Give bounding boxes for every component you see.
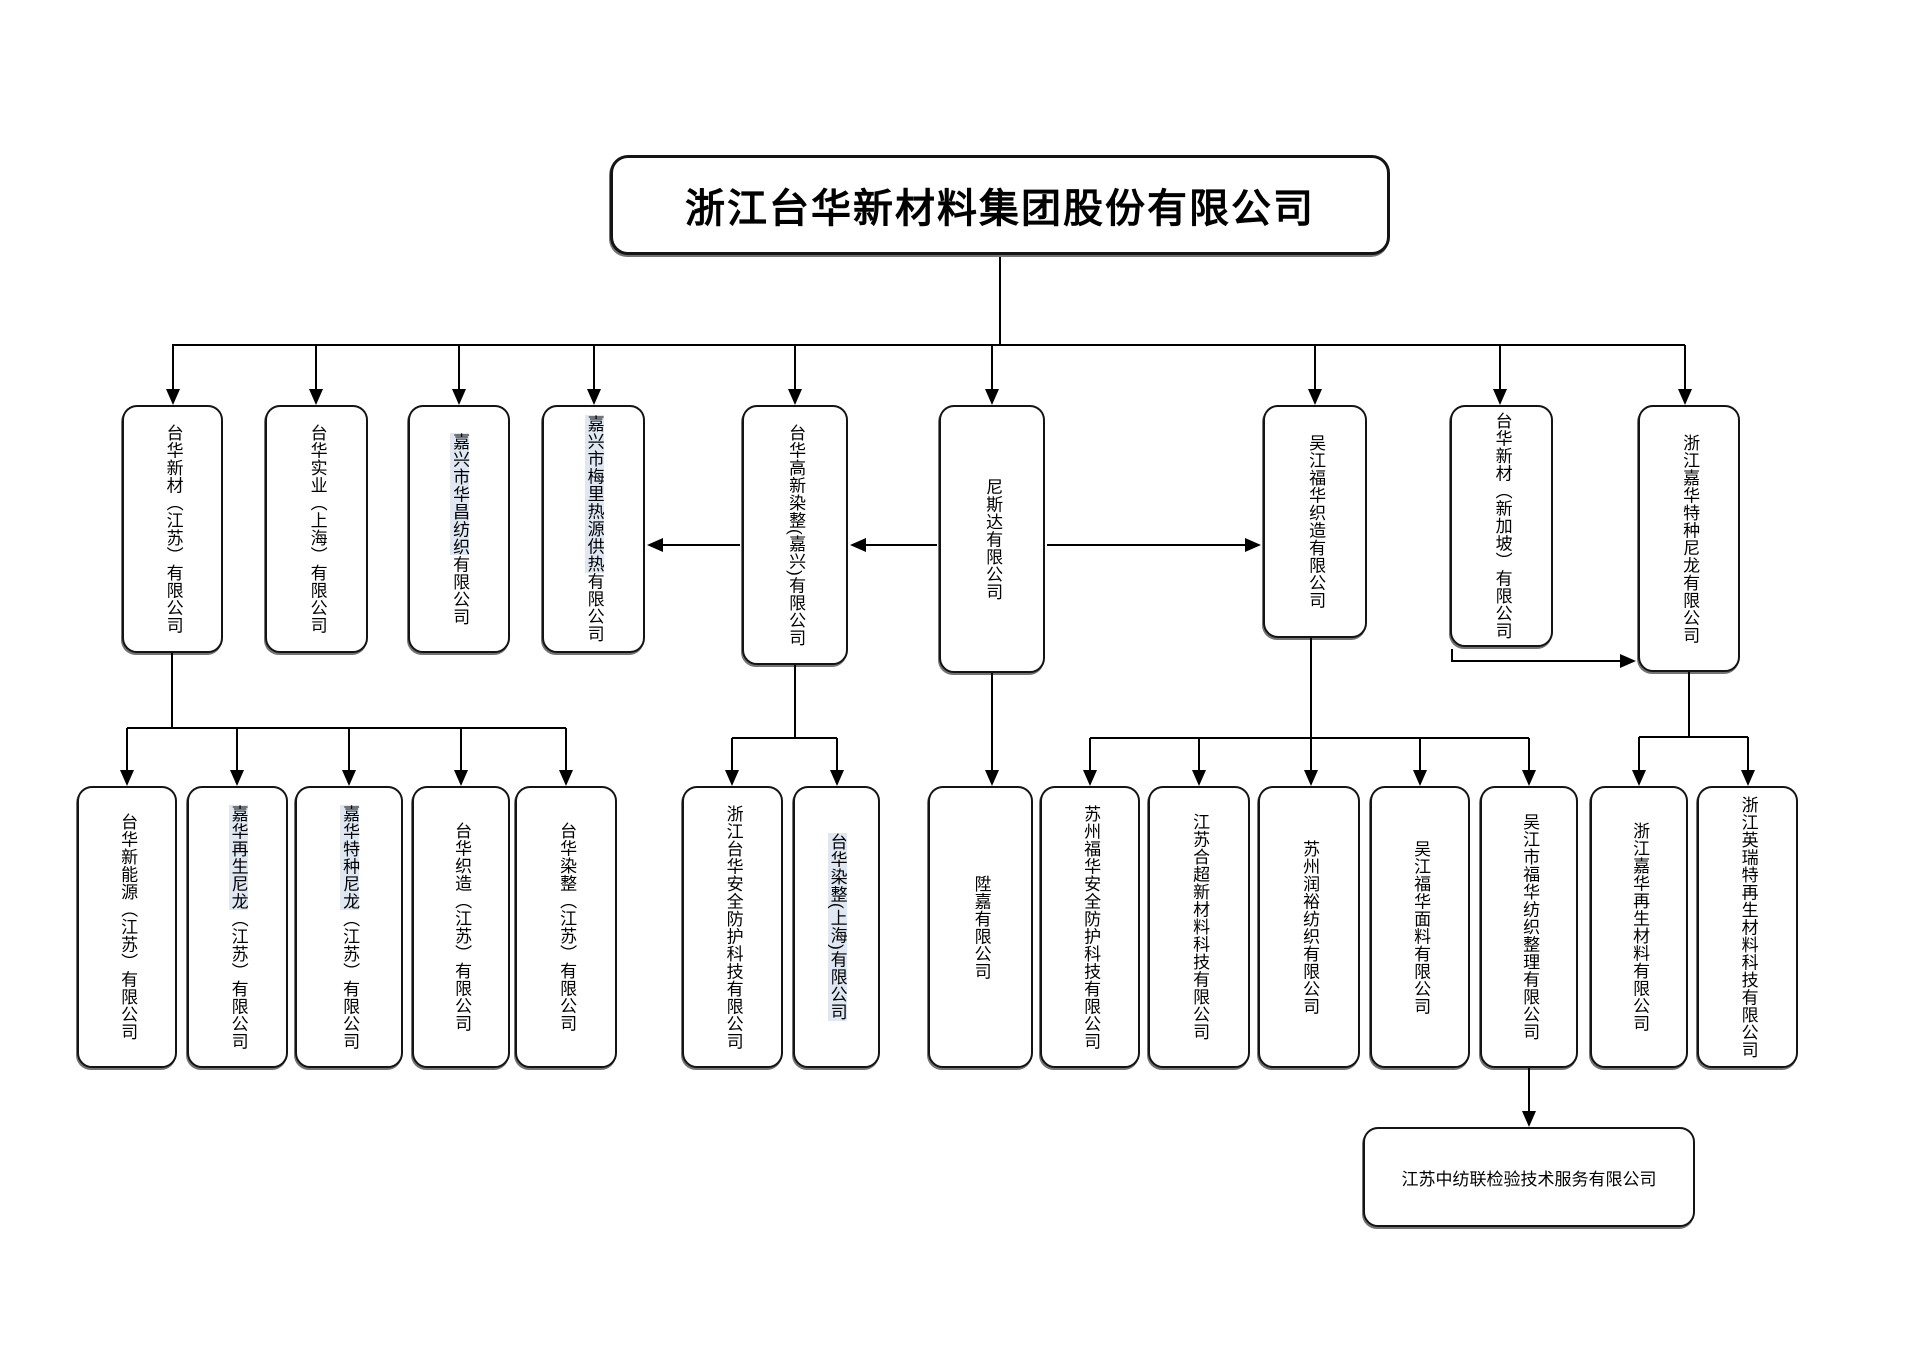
org-node-label: 苏州福华安全防护科技有限公司 xyxy=(1081,804,1101,1050)
org-node-label: 吴江市福华纺织整理有限公司 xyxy=(1520,813,1540,1041)
org-node-label: 台华高新染整(嘉兴)有限公司 xyxy=(786,423,806,647)
org-node-label: 浙江英瑞特再生材料科技有限公司 xyxy=(1738,795,1758,1059)
org-node-jiaxing-huachang: 嘉兴市华昌纺织有限公司 xyxy=(408,405,510,653)
org-node-zhejiang-taihua-anquan: 浙江台华安全防护科技有限公司 xyxy=(682,786,783,1068)
org-node-label: 台华新能源（江苏）有限公司 xyxy=(118,813,138,1041)
org-node-label: 嘉华再生尼龙（江苏）有限公司 xyxy=(228,804,248,1050)
org-node-label: 台华新材（新加坡）有限公司 xyxy=(1492,412,1512,640)
org-node-label: 浙江嘉华再生材料有限公司 xyxy=(1630,822,1650,1032)
org-node-label: 嘉华特种尼龙（江苏）有限公司 xyxy=(340,804,360,1050)
org-node-label: 陞嘉有限公司 xyxy=(971,874,991,980)
org-node-label: 台华实业（上海）有限公司 xyxy=(307,424,327,634)
org-node-suzhou-fuhua-anquan: 苏州福华安全防护科技有限公司 xyxy=(1040,786,1140,1068)
org-node-wujiang-fuhua-zhizao: 吴江福华织造有限公司 xyxy=(1263,405,1367,638)
org-node-wujiang-fuhua-mianliao: 吴江福华面料有限公司 xyxy=(1370,786,1470,1068)
org-node-taihua-xincai-singapore: 台华新材（新加坡）有限公司 xyxy=(1450,405,1553,647)
gaoxin-ranzheng-subtree xyxy=(725,665,844,786)
org-node-label: 浙江台华安全防护科技有限公司 xyxy=(723,804,743,1050)
org-node-label: 尼斯达有限公司 xyxy=(983,477,1003,601)
org-node-label: 台华染整(上海)有限公司 xyxy=(827,833,847,1021)
org-node-wujiang-fuhua-zhengli: 吴江市福华纺织整理有限公司 xyxy=(1480,786,1578,1068)
org-node-jiahua-tezhong-nilong-jiangsu: 嘉华特种尼龙（江苏）有限公司 xyxy=(295,786,403,1068)
org-node-suzhou-runyu: 苏州润裕纺织有限公司 xyxy=(1258,786,1360,1068)
org-node-label: 浙江台华新材料集团股份有限公司 xyxy=(685,187,1315,231)
org-node-nisida: 尼斯达有限公司 xyxy=(939,405,1045,673)
org-node-zhejiang-jiahua-tezhong-nilong: 浙江嘉华特种尼龙有限公司 xyxy=(1638,405,1740,672)
org-node-jiangsu-hechao: 江苏合超新材料科技有限公司 xyxy=(1148,786,1250,1068)
jiahua-tezhong-subtree xyxy=(1632,672,1755,786)
org-node-taihua-xinnengyuan: 台华新能源（江苏）有限公司 xyxy=(77,786,177,1068)
taihua-jiangsu-subtree xyxy=(120,653,573,786)
org-node-taihua-xincai-jiangsu: 台华新材（江苏）有限公司 xyxy=(122,405,223,653)
org-node-taihua-zhizao: 台华织造（江苏）有限公司 xyxy=(412,786,510,1068)
org-node-root: 浙江台华新材料集团股份有限公司 xyxy=(610,155,1390,255)
root-tree-connectors xyxy=(166,257,1692,405)
org-node-zhejiang-jiahua-zaisheng: 浙江嘉华再生材料有限公司 xyxy=(1590,786,1688,1068)
fuhua-zhizao-subtree xyxy=(1083,638,1536,786)
org-node-zhejiang-yingruite: 浙江英瑞特再生材料科技有限公司 xyxy=(1697,786,1798,1068)
org-node-jiahua-zaisheng-nilong: 嘉华再生尼龙（江苏）有限公司 xyxy=(187,786,288,1068)
org-node-taihua-shiye-shanghai: 台华实业（上海）有限公司 xyxy=(265,405,368,653)
org-node-taihua-ranzheng-shanghai: 台华染整(上海)有限公司 xyxy=(793,786,880,1068)
org-node-label: 苏州润裕纺织有限公司 xyxy=(1300,839,1320,1015)
org-node-label: 嘉兴市梅里热源供热有限公司 xyxy=(584,415,604,643)
org-node-label: 台华织造（江苏）有限公司 xyxy=(452,822,472,1032)
org-node-jiaxing-meili: 嘉兴市梅里热源供热有限公司 xyxy=(542,405,645,653)
org-node-label: 吴江福华织造有限公司 xyxy=(1306,434,1326,609)
org-node-shengjia: 陞嘉有限公司 xyxy=(928,786,1033,1068)
org-node-label: 台华新材（江苏）有限公司 xyxy=(163,424,183,634)
org-node-label: 吴江福华面料有限公司 xyxy=(1411,839,1431,1015)
org-node-label: 江苏合超新材料科技有限公司 xyxy=(1190,813,1210,1041)
org-node-taihua-ranzheng-jiangsu: 台华染整（江苏）有限公司 xyxy=(515,786,617,1068)
org-node-label: 嘉兴市华昌纺织有限公司 xyxy=(450,432,470,626)
org-node-label: 浙江嘉华特种尼龙有限公司 xyxy=(1680,433,1700,644)
org-node-label: 台华染整（江苏）有限公司 xyxy=(557,822,577,1032)
org-node-label: 江苏中纺联检验技术服务有限公司 xyxy=(1401,1169,1657,1189)
org-node-taihua-gaoxin-ranzheng: 台华高新染整(嘉兴)有限公司 xyxy=(742,405,848,665)
org-node-jiangsu-zhongfanglian: 江苏中纺联检验技术服务有限公司 xyxy=(1363,1127,1695,1227)
